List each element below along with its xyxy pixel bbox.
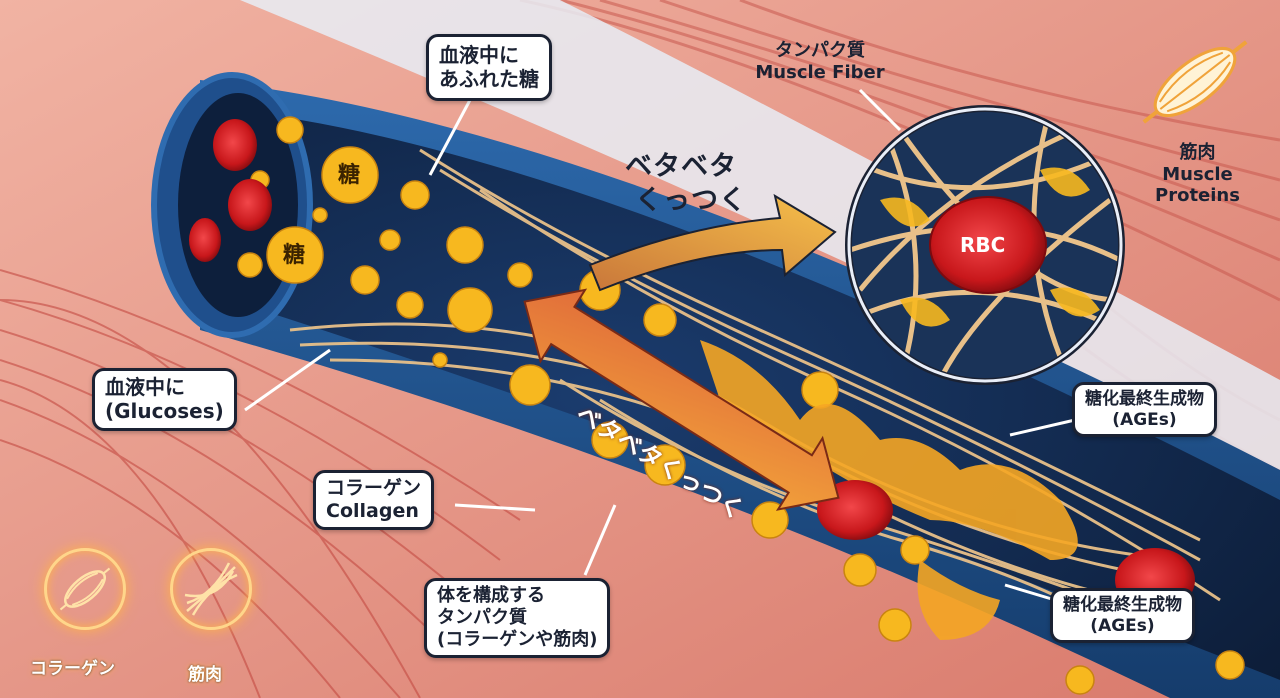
- collagen-legend-label: コラーゲン: [30, 659, 115, 679]
- leader-lines: [244, 88, 1076, 602]
- ages-bottom-line-2: (AGEs): [1090, 615, 1155, 636]
- glucose-callout: 血液中に (Glucoses): [92, 368, 237, 431]
- ages-mid-line-1: 糖化最終生成物: [1085, 389, 1204, 409]
- ages-mid-callout: 糖化最終生成物 (AGEs): [1072, 382, 1217, 438]
- muscle-bundle-icon: [1142, 40, 1248, 124]
- body-proteins-line-1: 体を構成する: [437, 585, 545, 606]
- sticky-top-text: ベタベタ くっつく: [625, 150, 747, 218]
- red-blood-cells: [189, 119, 1195, 612]
- glucose-line-1: 血液中に: [105, 375, 185, 399]
- ages-sticky-deposits: [700, 340, 1078, 640]
- ages-bottom-line-1: 糖化最終生成物: [1063, 595, 1182, 615]
- glucose-line-2: (Glucoses): [105, 399, 224, 424]
- collagen-line-1: コラーゲン: [326, 477, 422, 499]
- muscle-proteins-label: 筋肉 Muscle Proteins: [1140, 142, 1255, 207]
- muscle-proteins-line-1: 筋肉: [1179, 142, 1216, 163]
- muscle-legend-ring: [170, 548, 252, 630]
- blood-sugar-line-1: 血液中に: [439, 43, 519, 67]
- ages-bottom-callout: 糖化最終生成物 (AGEs): [1050, 588, 1195, 644]
- muscle-bundle-icon: [59, 567, 111, 611]
- rbc-label: RBC: [960, 233, 1005, 257]
- body-proteins-callout: 体を構成する タンパク質 (コラーゲンや筋肉): [424, 578, 611, 658]
- muscle-legend-label: 筋肉: [188, 665, 222, 685]
- sugar-char-1: 糖: [338, 162, 360, 188]
- sticky-double-arrow: [523, 288, 840, 511]
- muscle-proteins-line-3: Proteins: [1155, 185, 1240, 207]
- sticky-curved-arrow: [588, 193, 837, 292]
- glucose-molecules: [237, 116, 1245, 695]
- sticky-top-line-2: くっつく: [635, 184, 747, 216]
- sugar-char-2: 糖: [283, 242, 305, 268]
- collagen-line-2: Collagen: [326, 500, 419, 523]
- body-proteins-line-3: (コラーゲンや筋肉): [437, 628, 598, 650]
- blood-sugar-line-2: あふれた糖: [439, 67, 539, 92]
- muscle-fiber-line-2: Muscle Fiber: [755, 61, 885, 83]
- sticky-top-line-1: ベタベタ: [625, 151, 737, 182]
- twisted-fibers-icon: [184, 562, 238, 616]
- blood-sugar-callout: 血液中に あふれた糖: [426, 34, 552, 101]
- muscle-fiber-label: タンパク質 Muscle Fiber: [745, 40, 895, 83]
- muscle-fiber-line-1: タンパク質: [775, 40, 865, 61]
- magnified-view: [845, 105, 1125, 385]
- muscle-proteins-line-2: Muscle: [1162, 163, 1233, 185]
- collagen-legend-ring: [44, 548, 126, 630]
- body-proteins-line-2: タンパク質: [437, 606, 527, 628]
- collagen-callout: コラーゲン Collagen: [313, 470, 435, 531]
- ages-mid-line-2: (AGEs): [1112, 409, 1177, 430]
